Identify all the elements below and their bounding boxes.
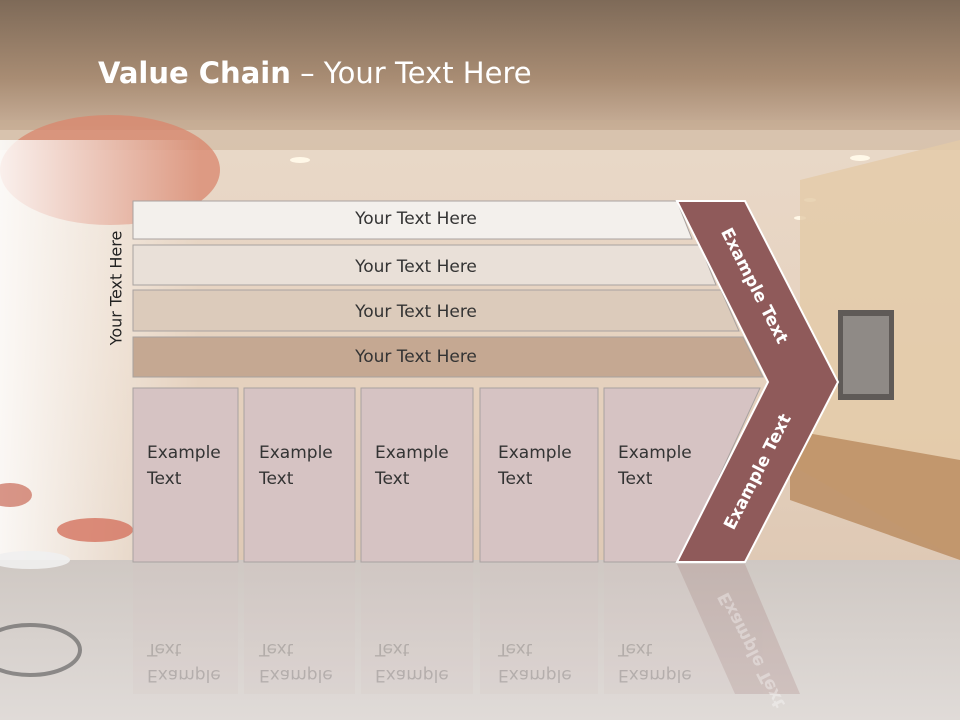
box-5-line1: Example	[618, 443, 692, 463]
title-rest: – Your Text Here	[290, 56, 532, 90]
box-3-shape	[360, 387, 474, 563]
bar-3-shape	[132, 289, 740, 332]
box-3-line1: Example	[375, 443, 449, 463]
box-2-shape	[243, 387, 356, 563]
box-1-line1: Example	[147, 443, 221, 463]
box-2-line1: Example	[259, 443, 333, 463]
bar-2-shape	[132, 244, 717, 286]
box-4-shape	[479, 387, 599, 563]
title-bold: Value Chain	[98, 56, 291, 90]
box-4-line1: Example	[498, 443, 572, 463]
box-1-line2: Text	[147, 469, 182, 489]
box-5-line2: Text	[618, 469, 653, 489]
bar-label-3: Your Text Here	[355, 302, 477, 322]
box-1-shape	[132, 387, 239, 563]
bar-label-1: Your Text Here	[355, 209, 477, 229]
bar-4-shape	[132, 336, 764, 378]
bar-label-2: Your Text Here	[355, 257, 477, 277]
slide-title: Value Chain – Your Text Here	[98, 56, 532, 90]
box-4-line2: Text	[498, 469, 533, 489]
chevron-shape	[675, 200, 840, 563]
bar-1-shape	[132, 200, 693, 240]
bar-label-4: Your Text Here	[355, 347, 477, 367]
box-2-line2: Text	[259, 469, 294, 489]
box-3-line2: Text	[375, 469, 410, 489]
